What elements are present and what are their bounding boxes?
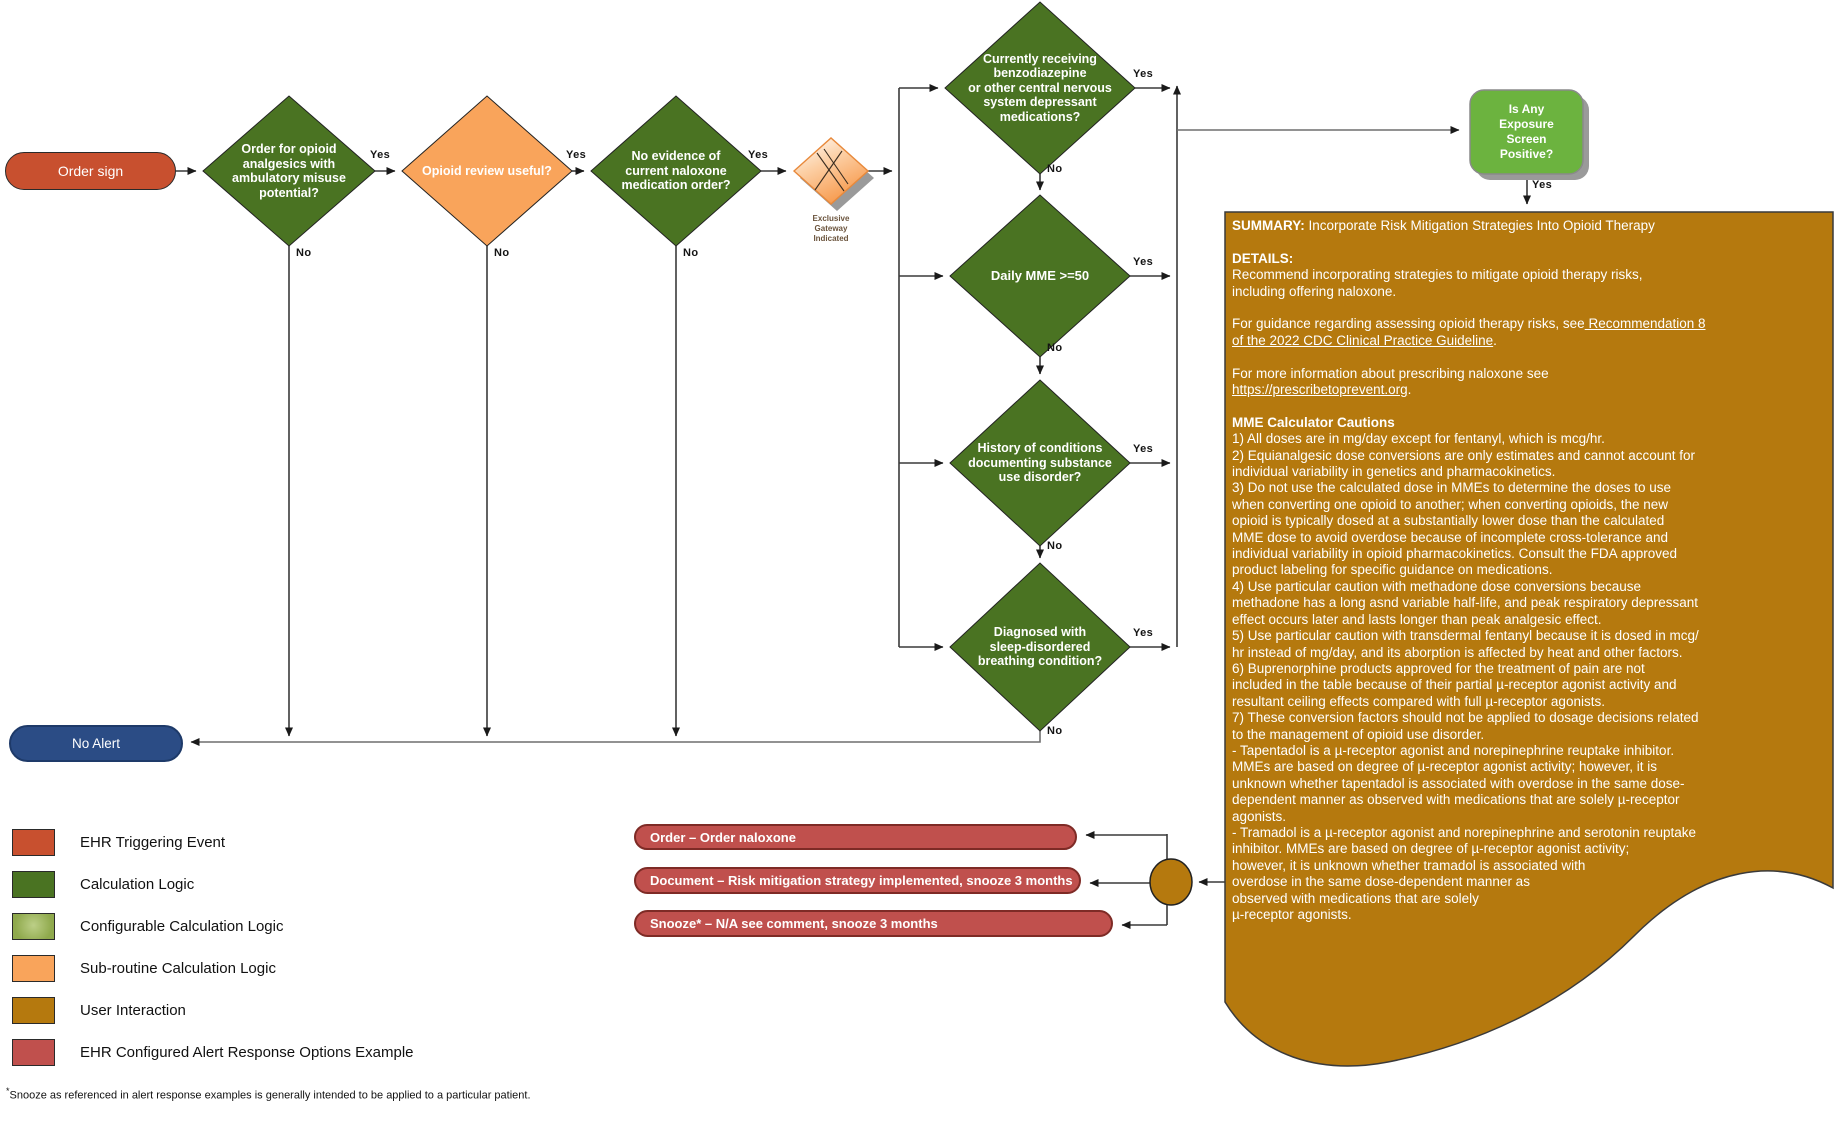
recommendation-8-link[interactable]: Recommendation 8 <box>1584 316 1706 332</box>
guidance-period: . <box>1493 332 1497 348</box>
response-option-order: Order – Order naloxone <box>634 824 1077 850</box>
flow-connectors <box>176 84 1531 929</box>
edge-no-2: No <box>494 247 510 259</box>
legend-label-subroutine-logic: Sub-routine Calculation Logic <box>80 960 276 977</box>
details-label: DETAILS: <box>1232 250 1294 266</box>
cautions-text: 1) All doses are in mg/day except for fe… <box>1232 431 1699 922</box>
exclusive-gateway-diamond <box>792 137 870 205</box>
edge-yes-sleep: Yes <box>1133 627 1154 639</box>
legend-row-subroutine-logic: Sub-routine Calculation Logic <box>12 955 276 982</box>
decision-no-naloxone-diamond <box>590 95 762 247</box>
edge-yes-mme: Yes <box>1133 256 1154 268</box>
decision-mme-label: Daily MME >=50 <box>990 268 1090 284</box>
cautions-heading: MME Calculator Cautions <box>1232 414 1395 430</box>
response-option-document: Document – Risk mitigation strategy impl… <box>634 867 1081 894</box>
end-node-no-alert: No Alert <box>9 725 183 762</box>
decision-opioid-order-label: Order for opioid analgesics with ambulat… <box>232 142 346 200</box>
decision-no-naloxone-label: No evidence of current naloxone medicati… <box>621 149 731 193</box>
naloxone-period: . <box>1407 382 1412 398</box>
gateway-x-icon <box>814 148 849 192</box>
decision-benzo-label: Currently receiving benzodiazepine or ot… <box>968 51 1112 124</box>
decision-benzo-diamond <box>944 1 1136 175</box>
summary-panel: SUMMARY: Incorporate Risk Mitigation Str… <box>1232 218 1828 923</box>
guidance-paragraph: For guidance regarding assessing opioid … <box>1232 316 1828 349</box>
guidance-text: For guidance regarding assessing opioid … <box>1232 316 1585 332</box>
decision-sud-diamond <box>949 379 1131 547</box>
edge-yes-exposure: Yes <box>1532 179 1553 191</box>
edge-yes-3: Yes <box>748 149 769 161</box>
decision-opioid-order-diamond <box>202 95 376 247</box>
decision-mme-diamond <box>949 194 1131 358</box>
legend-swatch-alert-response <box>12 1039 55 1066</box>
legend-swatch-calculation-logic <box>12 871 55 898</box>
legend-swatch-user-interaction <box>12 997 55 1024</box>
details-text: Recommend incorporating strategies to mi… <box>1232 267 1643 299</box>
edge-yes-1: Yes <box>370 149 391 161</box>
summary-title: Incorporate Risk Mitigation Strategies I… <box>1304 218 1655 233</box>
edge-no-1: No <box>296 247 312 259</box>
response-option-snooze: Snooze* – N/A see comment, snooze 3 mont… <box>634 910 1113 937</box>
gateway-caption: Exclusive Gateway Indicated <box>812 214 850 243</box>
legend-row-calculation-logic: Calculation Logic <box>12 871 194 898</box>
legend-label-user-interaction: User Interaction <box>80 1002 186 1019</box>
naloxone-text: For more information about prescribing n… <box>1232 365 1549 381</box>
naloxone-paragraph: For more information about prescribing n… <box>1232 366 1828 399</box>
edge-yes-benzo: Yes <box>1133 68 1154 80</box>
legend-label-triggering-event: EHR Triggering Event <box>80 834 226 851</box>
legend-label-calculation-logic: Calculation Logic <box>80 876 195 893</box>
no-alert-label: No Alert <box>71 736 121 751</box>
legend-row-alert-response: EHR Configured Alert Response Options Ex… <box>12 1039 414 1066</box>
decision-opioid-review-diamond <box>401 95 573 247</box>
legend-row-user-interaction: User Interaction <box>12 997 186 1024</box>
decision-sleep-diamond <box>949 562 1131 732</box>
legend-label-alert-response: EHR Configured Alert Response Options Ex… <box>80 1044 414 1061</box>
legend-swatch-triggering-event <box>12 829 55 856</box>
footnote-asterisk: * <box>6 1086 10 1096</box>
edge-no-benzo: No <box>1047 163 1063 175</box>
user-interaction-circle <box>1149 858 1193 906</box>
summary-title-line: SUMMARY: Incorporate Risk Mitigation Str… <box>1232 218 1828 234</box>
summary-label: SUMMARY: <box>1232 218 1305 233</box>
edge-no-sud: No <box>1047 540 1063 552</box>
edge-yes-2: Yes <box>566 149 587 161</box>
legend-label-configurable-logic: Configurable Calculation Logic <box>80 918 284 935</box>
legend-swatch-configurable-logic <box>12 913 55 940</box>
legend-row-triggering-event: EHR Triggering Event <box>12 829 225 856</box>
legend-row-configurable-logic: Configurable Calculation Logic <box>12 913 283 940</box>
edge-yes-sud: Yes <box>1133 443 1154 455</box>
order-sign-label: Order sign <box>57 163 124 179</box>
edge-no-3: No <box>683 247 699 259</box>
start-node-order-sign: Order sign <box>5 152 176 190</box>
cdc-guideline-link[interactable]: of the 2022 CDC Clinical Practice Guidel… <box>1232 332 1494 348</box>
footnote-text: Snooze as referenced in alert response e… <box>9 1089 531 1102</box>
snooze-footnote: *Snooze as referenced in alert response … <box>6 1086 531 1102</box>
decision-sud-label: History of conditions documenting substa… <box>968 441 1112 485</box>
decision-sleep-label: Diagnosed with sleep-disordered breathin… <box>977 625 1103 669</box>
exposure-screen-box <box>1469 89 1584 175</box>
decision-opioid-review-label: Opioid review useful? <box>422 163 552 178</box>
exposure-screen-label: Is Any Exposure Screen Positive? <box>1499 102 1554 161</box>
edge-no-mme: No <box>1047 342 1063 354</box>
summary-document-shape <box>1224 211 1834 1067</box>
prescribetoprevent-link[interactable]: https://prescribetoprevent.org <box>1232 382 1408 398</box>
legend-swatch-subroutine-logic <box>12 955 55 982</box>
edge-no-sleep: No <box>1047 725 1063 737</box>
